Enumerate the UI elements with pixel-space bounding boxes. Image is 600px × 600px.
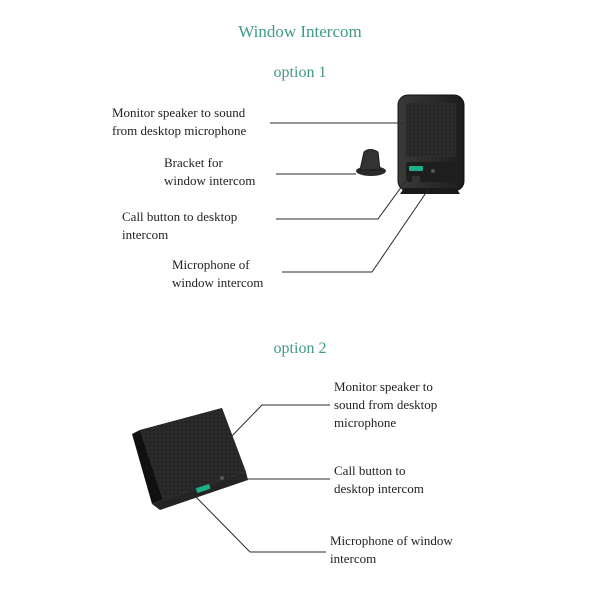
window-intercom-device-option-1 (397, 94, 465, 194)
page-title: Window Intercom (238, 22, 362, 41)
microphone-hole (431, 169, 435, 173)
opt2-speaker-leader (227, 404, 330, 441)
option-2-heading: option 2 (273, 340, 327, 357)
microphone-hole-2 (220, 476, 224, 480)
opt1-microphone-label: Microphone of window intercom (172, 257, 264, 290)
opt1-speaker-label: Monitor speaker to sound from desktop mi… (112, 105, 247, 138)
opt1-call-button-label: Call button to desktop intercom (122, 209, 238, 242)
opt2-call-button-label: Call button to desktop intercom (334, 463, 424, 496)
opt1-call-button-leader (276, 174, 411, 220)
window-intercom-device-option-2 (132, 408, 248, 510)
bracket-icon (356, 149, 386, 176)
opt1-microphone-leader (282, 183, 433, 273)
opt1-bracket-label: Bracket for window intercom (164, 155, 256, 188)
call-button-led (409, 166, 423, 171)
call-button-led-2 (195, 484, 211, 493)
option-1-heading: option 1 (273, 64, 327, 81)
opt2-microphone-leader (195, 496, 326, 553)
opt2-microphone-label: Microphone of window intercom (330, 533, 453, 566)
opt2-speaker-label: Monitor speaker to sound from desktop mi… (334, 379, 438, 430)
